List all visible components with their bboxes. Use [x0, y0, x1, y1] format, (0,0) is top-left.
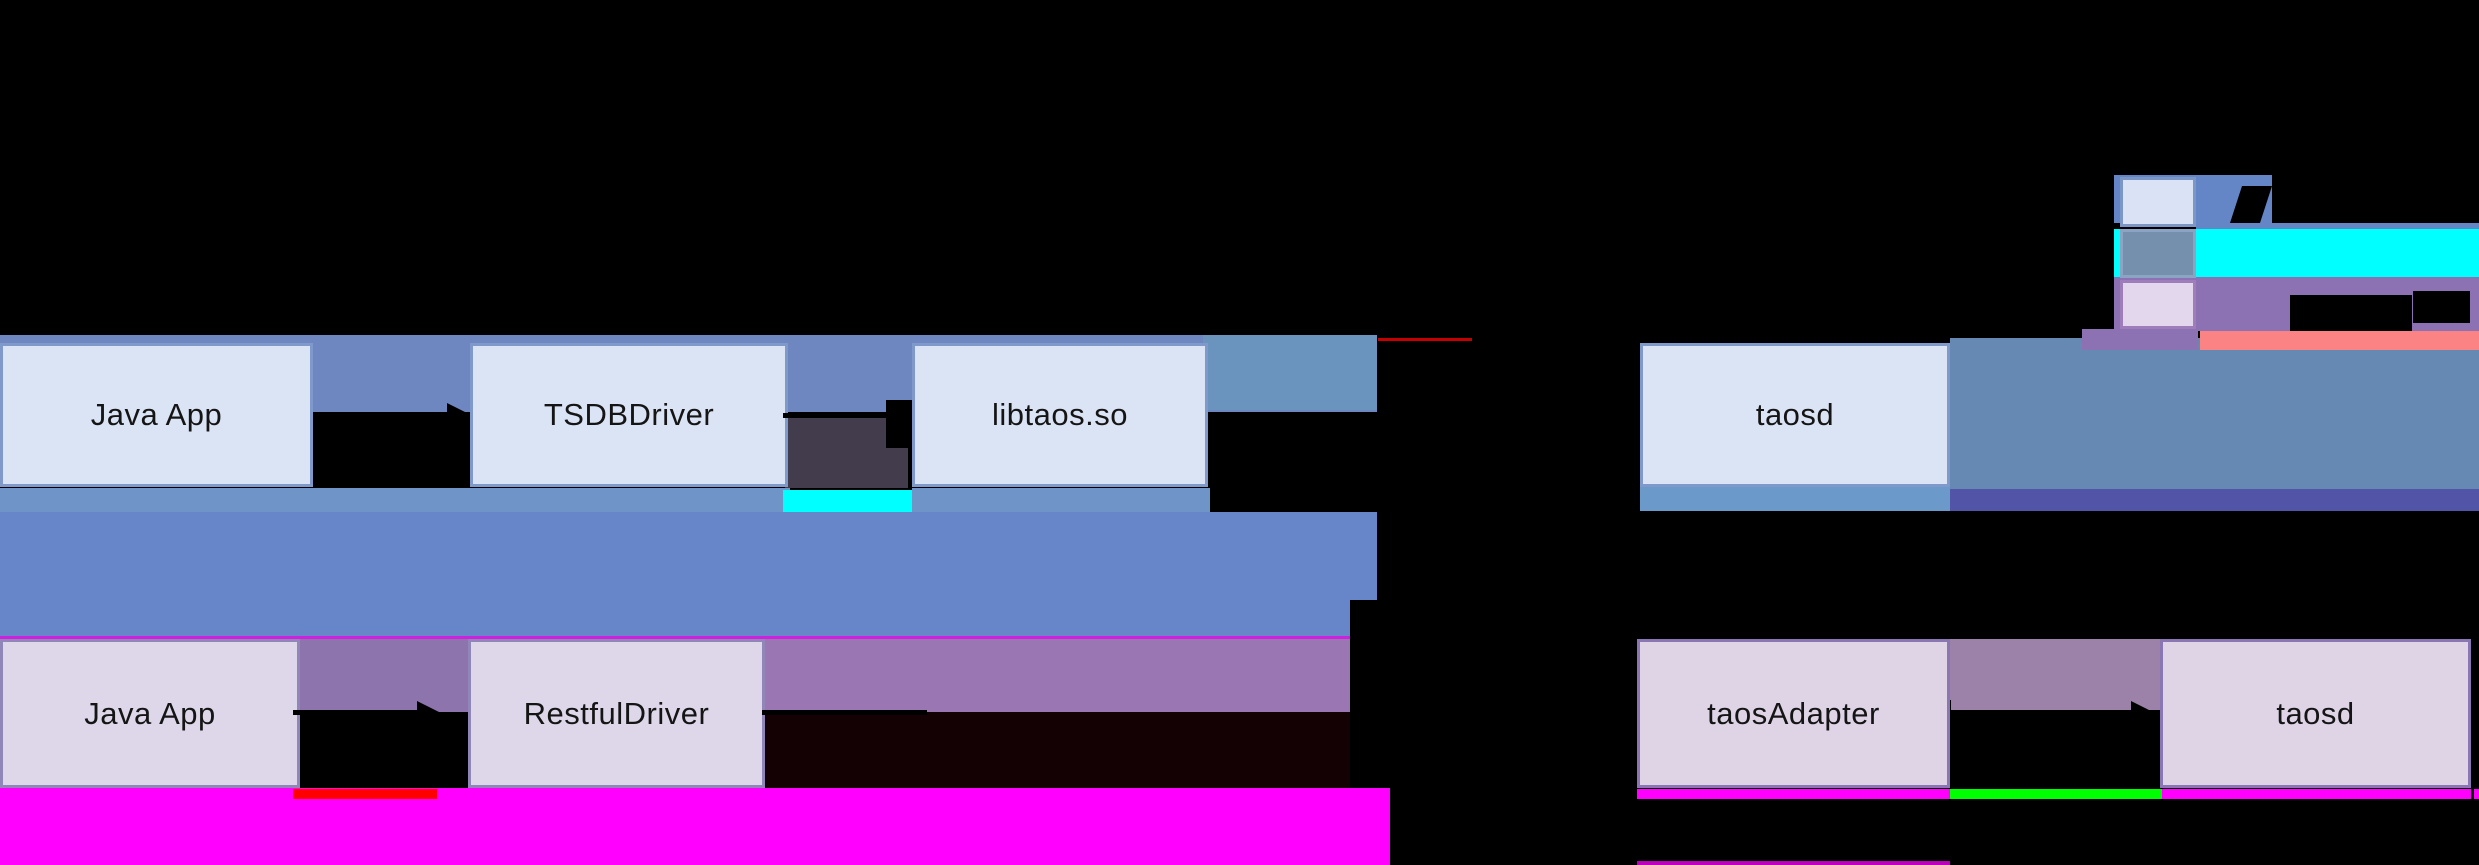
- java-app-rest-label: Java App: [84, 695, 216, 731]
- legend-lavender-swatch: [2120, 280, 2196, 329]
- magenta-divider-line: [0, 636, 1350, 639]
- cyan-highlight-strip: [783, 490, 912, 512]
- taosadapter-label: taosAdapter: [1707, 695, 1880, 731]
- arrow-javaapp-tsdbdriver-line: [313, 412, 453, 417]
- magenta-band: [0, 788, 1390, 865]
- under-strip-left: [0, 488, 790, 512]
- taosd-jni-box: taosd: [1640, 343, 1950, 487]
- arrow-adapter-taosd-line: [1955, 710, 2135, 715]
- arrow-tsdbdriver-libtaos-line: [783, 413, 889, 418]
- legend-purple-band-text-silhouette-1: [2290, 295, 2412, 331]
- java-app-jni-label: Java App: [90, 397, 223, 432]
- adapter-mauve-band: [1950, 639, 2162, 710]
- magenta-edge-sliver: [2474, 789, 2479, 799]
- big-blue-band-lower: [0, 600, 1350, 637]
- taosd-rest-box: taosd: [2160, 639, 2471, 788]
- arrow-javaapp-tsdbdriver-head: [447, 403, 469, 425]
- arrow-javaapp-restfuldriver-head: [417, 701, 439, 723]
- legend-steel-blue-swatch: [2120, 229, 2196, 278]
- arrow-into-taosd-head: [1616, 403, 1638, 425]
- tsdbdriver-label: TSDBDriver: [543, 397, 715, 432]
- under-strip-libtaos: [912, 488, 1210, 512]
- red-link-line: [1378, 338, 1472, 341]
- big-blue-band: [0, 512, 1377, 600]
- green-highlight-strip: [1950, 789, 2162, 799]
- restfuldriver-box: RestfulDriver: [468, 639, 765, 788]
- under-strip-taosd: [1640, 487, 1950, 511]
- legend-purple-drop: [2082, 329, 2198, 350]
- arrow-tsdbdriver-libtaos-head-blob: [886, 400, 912, 448]
- legend-blue-band-strip: [2196, 223, 2479, 231]
- arrow-restfuldriver-network-line: [762, 710, 927, 715]
- magenta-strip-under-taosd: [2162, 789, 2471, 799]
- arrow-javaapp-restfuldriver-line: [293, 710, 423, 715]
- java-app-rest-box: Java App: [0, 639, 300, 788]
- libtaos-box: libtaos.so: [912, 343, 1208, 487]
- server-steel-band: [1950, 338, 2479, 489]
- tsdbdriver-box: TSDBDriver: [470, 343, 788, 487]
- libtaos-label: libtaos.so: [992, 397, 1128, 432]
- rest-purple-band-gap-segment: [290, 639, 468, 712]
- jni-row-band-steel-segment: [1203, 335, 1377, 410]
- legend-light-blue-swatch: [2120, 177, 2196, 227]
- taosd-jni-label: taosd: [1755, 397, 1835, 432]
- indigo-strip: [1950, 489, 2479, 511]
- legend-salmon-band: [2200, 331, 2479, 350]
- magenta-strip-under-taosadapter: [1637, 789, 1950, 799]
- bottom-thin-magenta-line: [1637, 861, 1950, 865]
- arrow-adapter-taosd-head: [2131, 701, 2153, 723]
- java-app-jni-box: Java App: [0, 343, 313, 487]
- taosd-rest-label: taosd: [2276, 695, 2355, 731]
- legend-purple-band-text-silhouette-2: [2413, 291, 2470, 323]
- red-highlight-strip: [293, 789, 437, 799]
- rest-dark-maroon-area: [758, 712, 1350, 790]
- arrow-into-taosadapter-head: [1610, 701, 1632, 723]
- taosadapter-box: taosAdapter: [1637, 639, 1950, 788]
- restfuldriver-label: RestfulDriver: [523, 695, 710, 731]
